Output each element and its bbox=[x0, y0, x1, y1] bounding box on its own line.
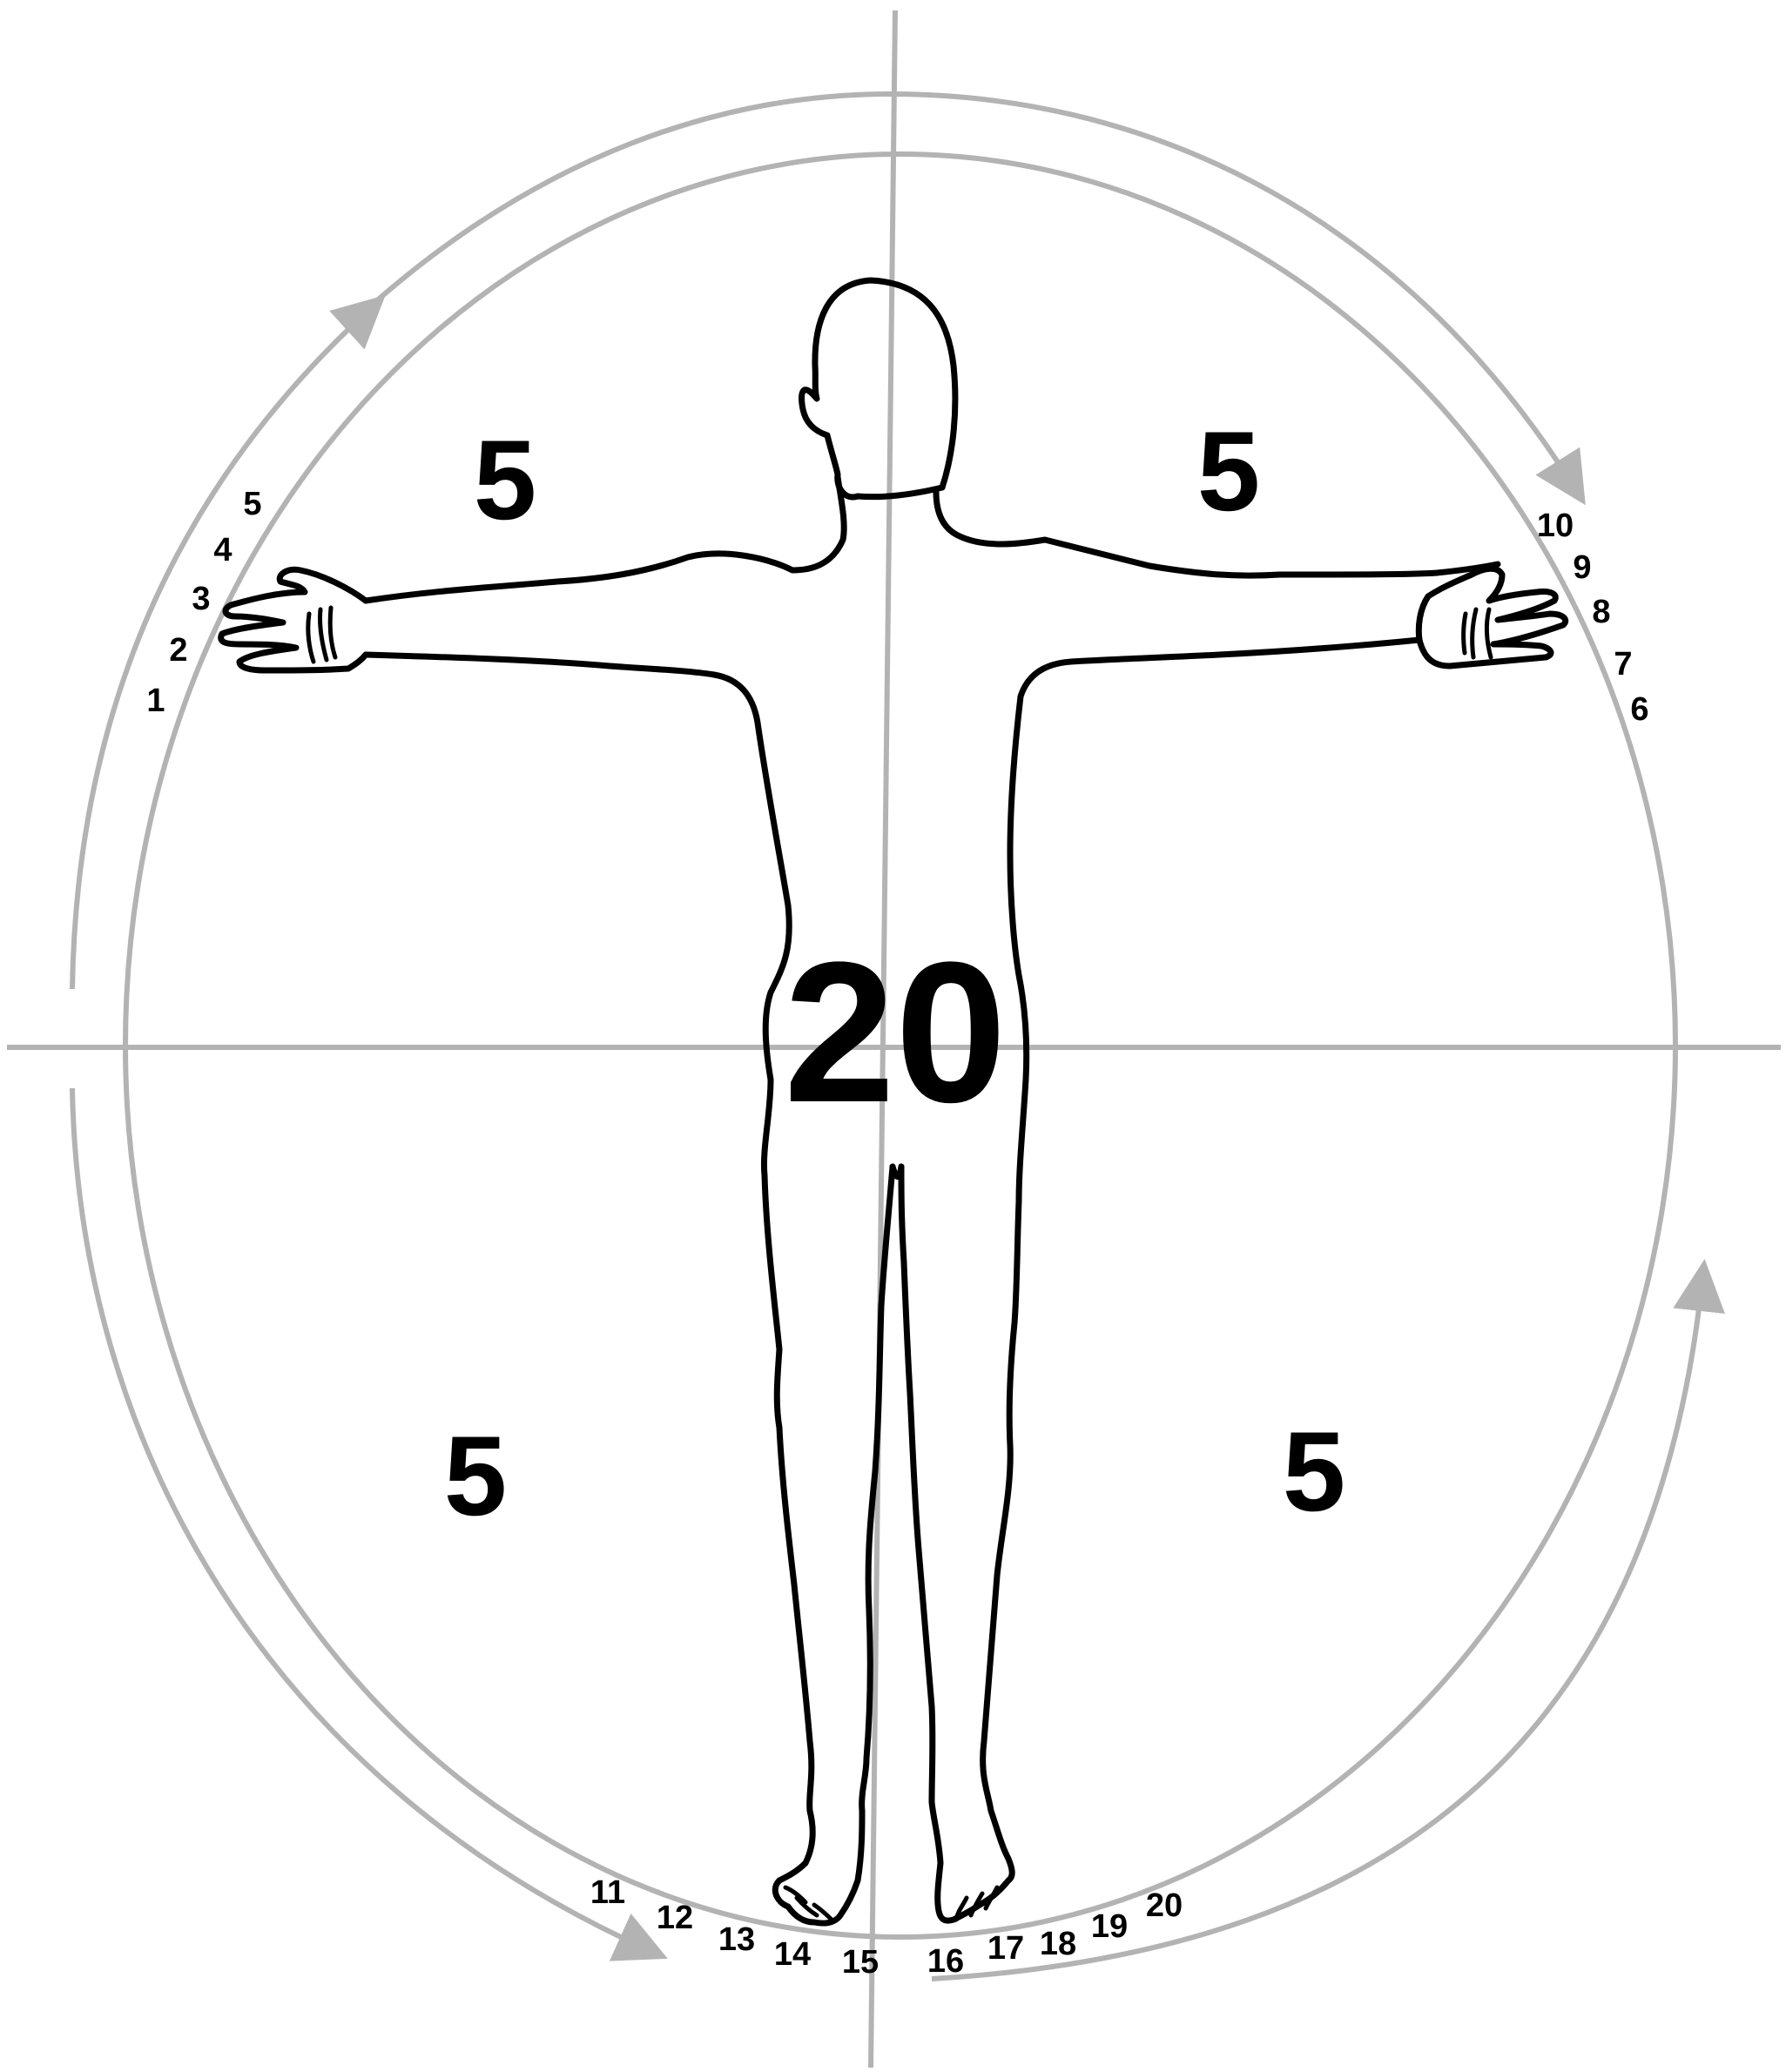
label-left-hand: 5 bbox=[243, 486, 261, 522]
right-palm-lines bbox=[1464, 609, 1491, 657]
upper-right-value: 5 bbox=[1197, 407, 1260, 535]
label-right-foot: 20 bbox=[1146, 1887, 1183, 1924]
label-right-hand: 8 bbox=[1592, 594, 1610, 630]
label-left-hand: 1 bbox=[146, 683, 165, 719]
lower-left-value: 5 bbox=[444, 1412, 507, 1539]
upper-left-value: 5 bbox=[474, 416, 536, 543]
label-right-hand: 9 bbox=[1573, 549, 1591, 586]
label-right-foot: 17 bbox=[987, 1930, 1024, 1967]
left-hand bbox=[221, 569, 366, 670]
label-left-foot: 14 bbox=[774, 1936, 811, 1973]
label-right-hand: 7 bbox=[1614, 646, 1632, 683]
label-left-foot: 12 bbox=[657, 1900, 693, 1936]
label-right-foot: 19 bbox=[1091, 1908, 1128, 1945]
left-palm-lines bbox=[308, 608, 335, 662]
label-left-hand: 3 bbox=[192, 581, 210, 617]
inner-leg bbox=[893, 1167, 901, 1177]
label-left-foot: 13 bbox=[718, 1921, 755, 1958]
label-left-foot: 15 bbox=[842, 1944, 879, 1981]
outer-arc-left-bottom bbox=[72, 1088, 649, 1950]
label-left-hand: 2 bbox=[169, 632, 187, 669]
label-right-hand: 6 bbox=[1630, 691, 1648, 728]
lower-right-value: 5 bbox=[1283, 1408, 1345, 1535]
label-left-foot: 11 bbox=[590, 1874, 625, 1911]
right-arm-lower bbox=[983, 640, 1419, 1880]
center-value: 20 bbox=[784, 920, 1007, 1144]
right-hand bbox=[1419, 568, 1565, 666]
head-outline bbox=[802, 280, 955, 497]
neck-left bbox=[366, 477, 844, 601]
outer-arc-bottom-right bbox=[932, 1280, 1702, 1979]
label-left-hand: 4 bbox=[213, 532, 232, 568]
label-right-foot: 16 bbox=[927, 1943, 964, 1980]
label-right-hand: 10 bbox=[1537, 508, 1574, 544]
left-arm-lower bbox=[366, 655, 812, 1880]
label-right-foot: 18 bbox=[1040, 1926, 1076, 1962]
